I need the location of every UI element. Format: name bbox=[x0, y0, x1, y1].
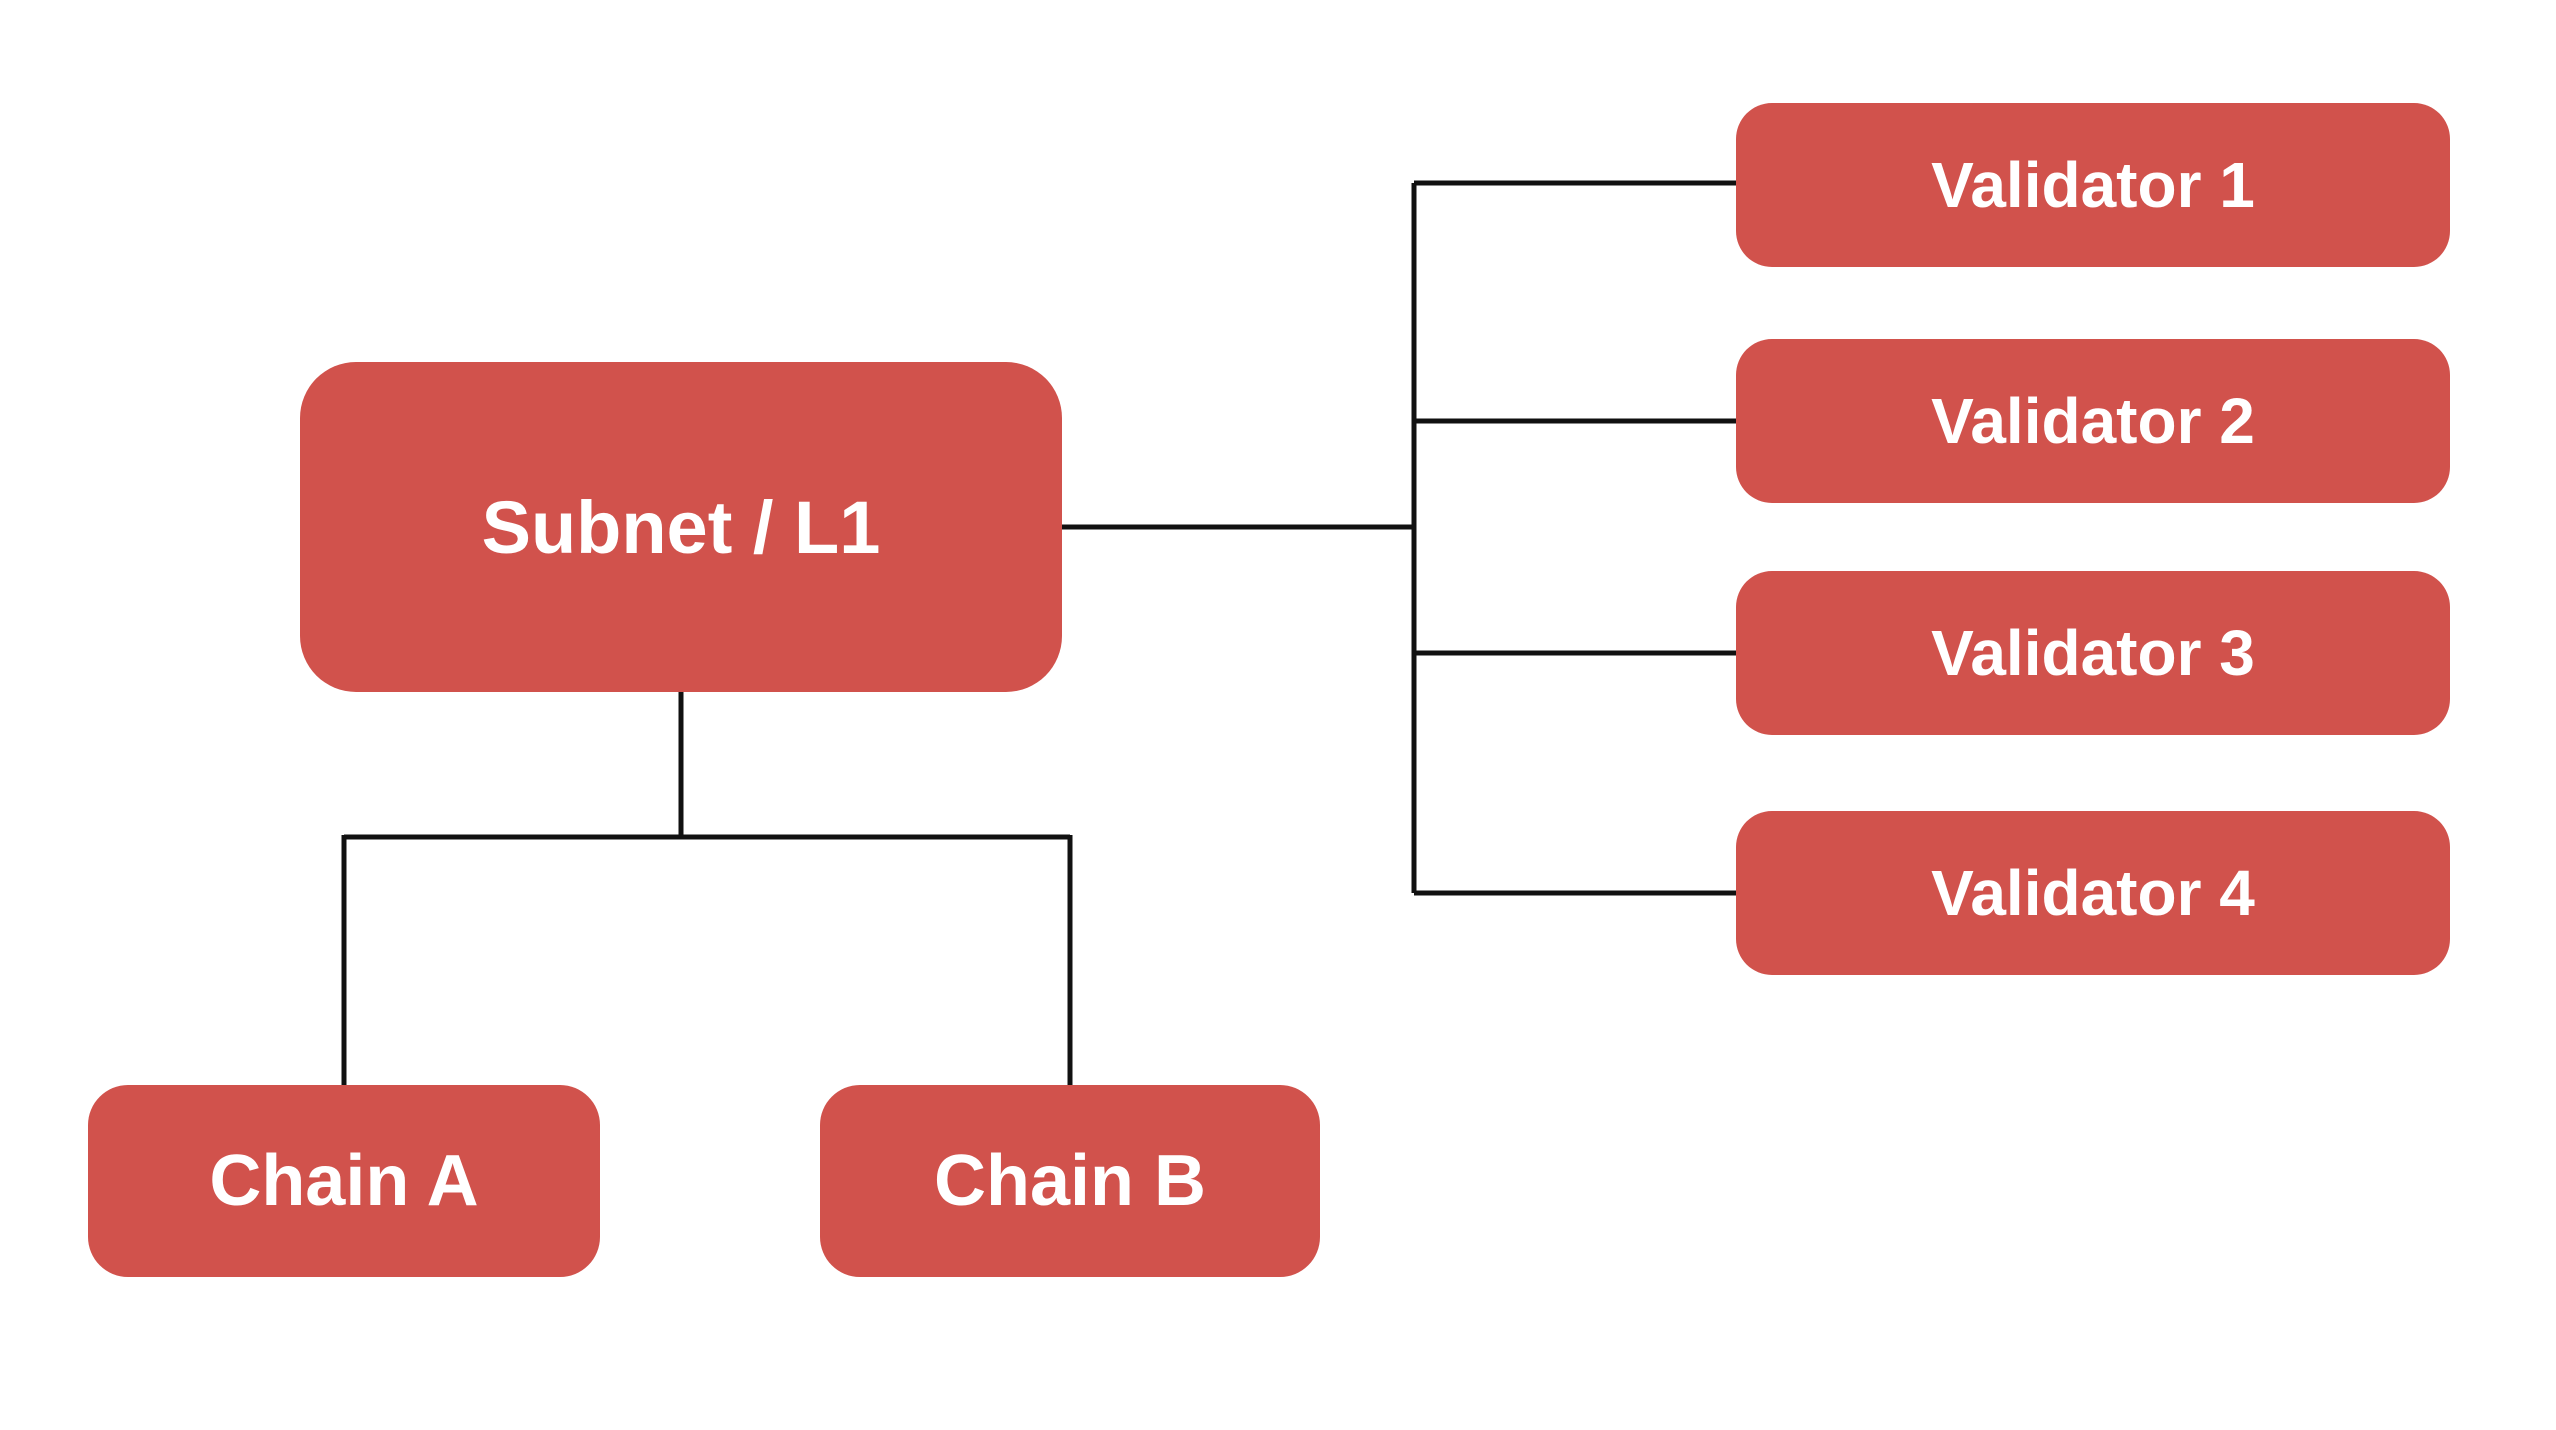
node-validator-1: Validator 1 bbox=[1736, 103, 2450, 267]
node-subnet-l1: Subnet / L1 bbox=[300, 362, 1062, 692]
node-chain-b: Chain B bbox=[820, 1085, 1320, 1277]
node-validator-4-label: Validator 4 bbox=[1931, 857, 2255, 929]
node-validator-2: Validator 2 bbox=[1736, 339, 2450, 503]
node-chain-a: Chain A bbox=[88, 1085, 600, 1277]
node-validator-4: Validator 4 bbox=[1736, 811, 2450, 975]
node-validator-3-label: Validator 3 bbox=[1931, 617, 2255, 689]
node-validator-1-label: Validator 1 bbox=[1931, 149, 2255, 221]
node-chain-a-label: Chain A bbox=[209, 1141, 479, 1221]
node-validator-2-label: Validator 2 bbox=[1931, 385, 2255, 457]
node-validator-3: Validator 3 bbox=[1736, 571, 2450, 735]
node-subnet-l1-label: Subnet / L1 bbox=[481, 485, 881, 569]
node-chain-b-label: Chain B bbox=[933, 1141, 1206, 1221]
